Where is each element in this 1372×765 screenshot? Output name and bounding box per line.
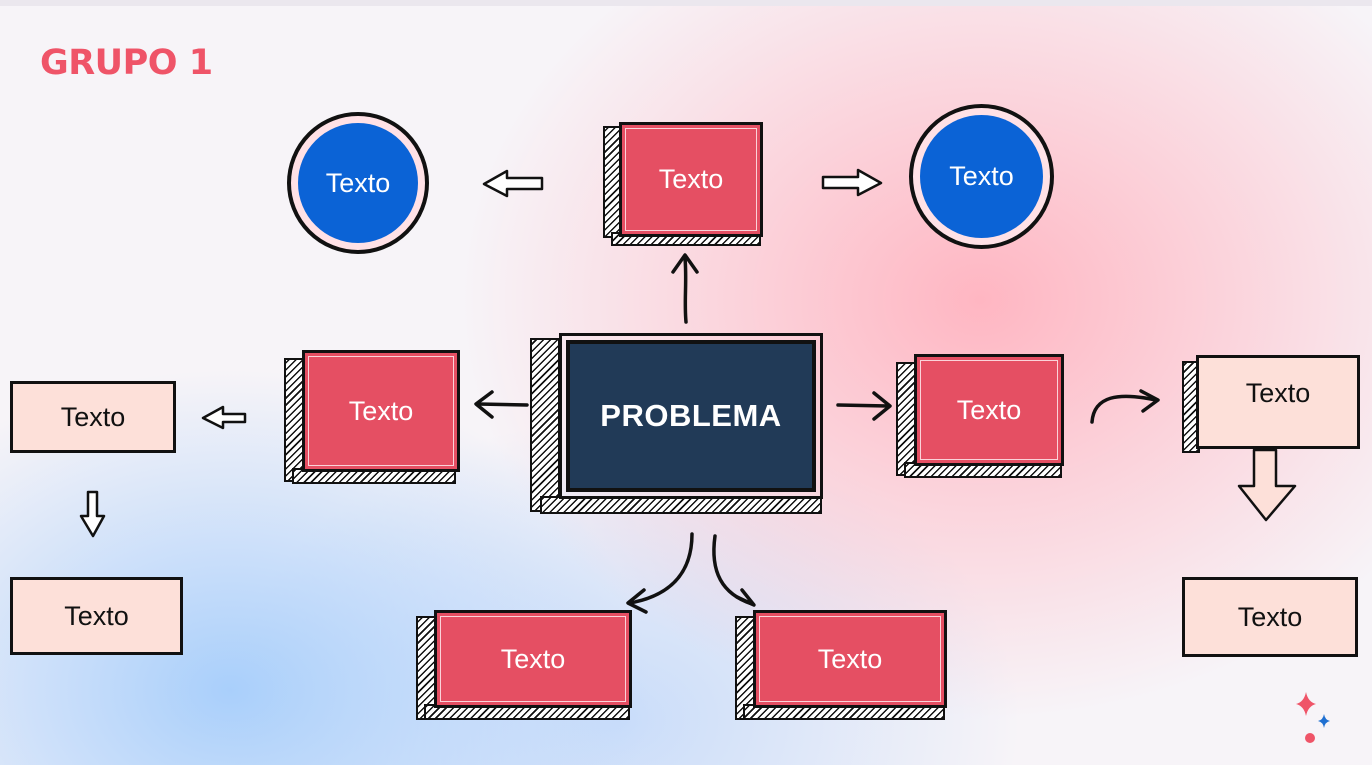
node-far-right-top: Texto: [1182, 355, 1360, 455]
node-far-left-top: Texto: [10, 381, 178, 455]
node-problem: PROBLEMA: [530, 330, 825, 516]
node-far-right-top-label: Texto: [1196, 355, 1360, 449]
node-left-label: Texto: [302, 350, 460, 472]
node-far-left-bottom-label: Texto: [10, 577, 183, 655]
circle-node-top-right-label: Texto: [920, 115, 1043, 238]
node-far-left-top-label: Texto: [10, 381, 176, 453]
node-far-left-bottom: Texto: [10, 577, 185, 657]
hollow-arrow-down-right: [1237, 448, 1297, 522]
arrow-curve-far-right: [1090, 394, 1158, 424]
circle-node-top-right: Texto: [909, 104, 1054, 249]
node-top-label: Texto: [619, 122, 763, 237]
problem-label: PROBLEMA: [559, 333, 823, 499]
circle-node-top-left-label: Texto: [298, 123, 418, 243]
node-left: Texto: [284, 350, 460, 486]
page-title: GRUPO 1: [40, 43, 213, 83]
node-bottom-right: Texto: [735, 610, 947, 722]
node-right-label: Texto: [914, 354, 1064, 466]
top-bar: [0, 0, 1372, 6]
sparkle-icon: [1296, 692, 1330, 743]
arrow-left: [476, 402, 529, 407]
hollow-arrow-right-top: [821, 168, 883, 197]
node-top: Texto: [603, 122, 763, 248]
arrow-curve-bottom-left: [628, 532, 694, 605]
node-far-right-bottom-label: Texto: [1182, 577, 1358, 657]
node-right: Texto: [896, 354, 1064, 480]
arrow-right: [836, 403, 890, 408]
hollow-arrow-left-mid: [201, 405, 247, 430]
hollow-arrow-left-top: [482, 169, 544, 198]
circle-node-top-left: Texto: [287, 112, 429, 254]
arrow-up: [683, 256, 688, 324]
node-bottom-right-label: Texto: [753, 610, 947, 708]
hollow-arrow-down-left: [79, 490, 106, 538]
node-bottom-left: Texto: [416, 610, 632, 722]
node-bottom-left-label: Texto: [434, 610, 632, 708]
node-far-right-bottom: Texto: [1182, 577, 1360, 659]
